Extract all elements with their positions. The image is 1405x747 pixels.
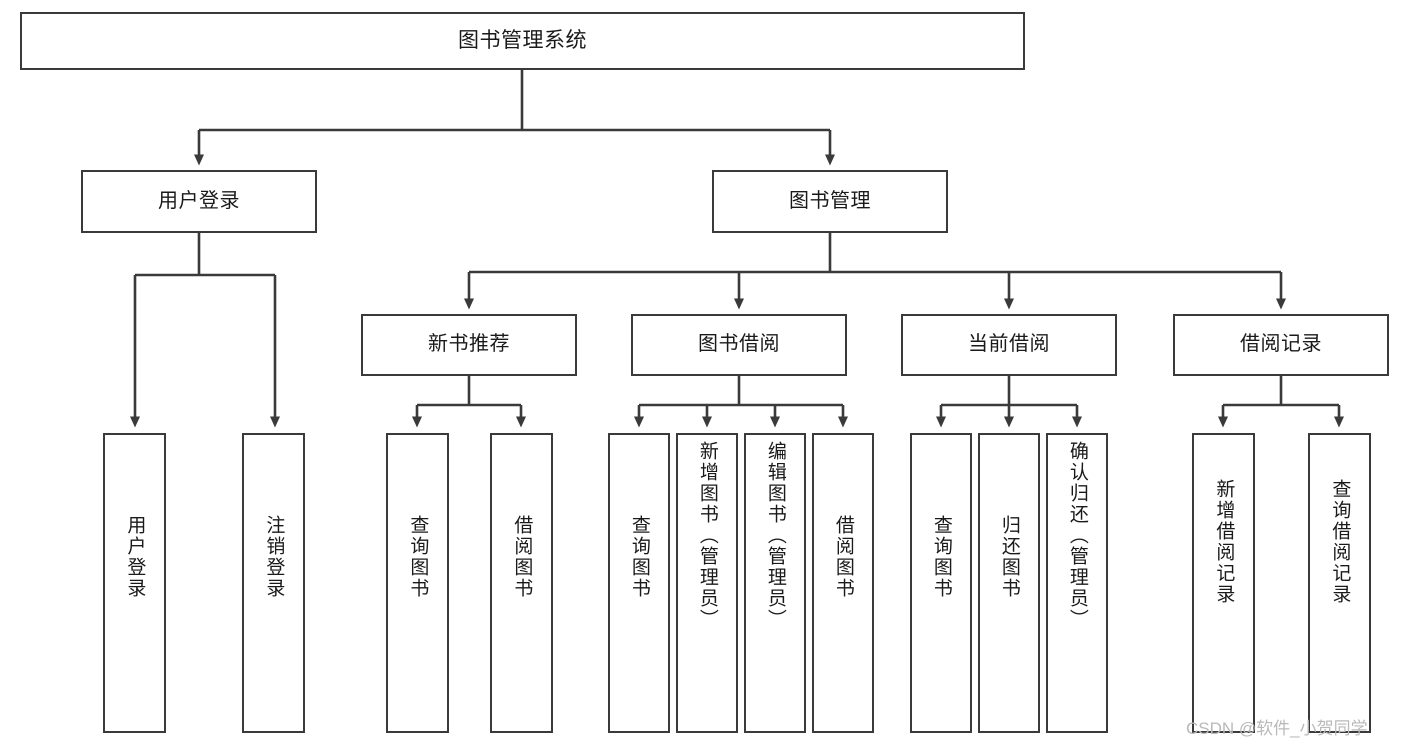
node-label: 图书管理 (789, 189, 871, 212)
node-user-login[interactable]: 用户登录 (81, 170, 317, 233)
node-label: 查询借阅记录 (1329, 479, 1351, 605)
leaf-user-login-logout[interactable]: 注销登录 (242, 433, 305, 733)
leaf-new-book-query-book[interactable]: 查询图书 (386, 433, 449, 733)
node-root-book-management-system[interactable]: 图书管理系统 (20, 12, 1025, 70)
node-label: 查询图书 (628, 515, 650, 599)
node-label: 图书管理系统 (458, 28, 587, 52)
node-label: 归还图书 (998, 515, 1020, 599)
leaf-book-borrow-query-book[interactable]: 查询图书 (608, 433, 670, 733)
node-book-management[interactable]: 图书管理 (712, 170, 948, 233)
leaf-book-borrow-add-book-admin[interactable]: 新增图书（管理员） (676, 433, 738, 733)
node-book-borrow[interactable]: 图书借阅 (631, 314, 847, 376)
node-label: 查询图书 (407, 515, 429, 599)
node-label: 新增图书（管理员） (696, 441, 718, 630)
leaf-new-book-borrow-book[interactable]: 借阅图书 (490, 433, 553, 733)
leaf-current-borrow-query-book[interactable]: 查询图书 (910, 433, 972, 733)
node-label: 新增借阅记录 (1213, 479, 1235, 605)
node-label: 编辑图书（管理员） (764, 441, 786, 630)
node-label: 注销登录 (263, 515, 285, 599)
leaf-current-borrow-confirm-return-admin[interactable]: 确认归还（管理员） (1046, 433, 1108, 733)
watermark-text: CSDN @软件_小贺同学 (1186, 719, 1368, 738)
node-label: 用户登录 (158, 189, 240, 212)
node-label: 查询图书 (930, 515, 952, 599)
node-label: 借阅记录 (1240, 333, 1322, 356)
node-label: 借阅图书 (511, 515, 533, 599)
node-label: 当前借阅 (968, 333, 1050, 356)
node-label: 图书借阅 (698, 333, 780, 356)
leaf-book-borrow-borrow-book[interactable]: 借阅图书 (812, 433, 874, 733)
node-label: 借阅图书 (832, 515, 854, 599)
leaf-borrow-record-query-record[interactable]: 查询借阅记录 (1308, 433, 1371, 733)
leaf-borrow-record-add-record[interactable]: 新增借阅记录 (1192, 433, 1255, 733)
node-new-book-recommend[interactable]: 新书推荐 (361, 314, 577, 376)
node-label: 新书推荐 (428, 333, 510, 356)
leaf-user-login-login[interactable]: 用户登录 (103, 433, 166, 733)
node-current-borrow[interactable]: 当前借阅 (901, 314, 1117, 376)
node-label: 确认归还（管理员） (1066, 441, 1088, 630)
node-borrow-record[interactable]: 借阅记录 (1173, 314, 1389, 376)
leaf-current-borrow-return-book[interactable]: 归还图书 (978, 433, 1040, 733)
node-label: 用户登录 (124, 515, 146, 599)
leaf-book-borrow-edit-book-admin[interactable]: 编辑图书（管理员） (744, 433, 806, 733)
